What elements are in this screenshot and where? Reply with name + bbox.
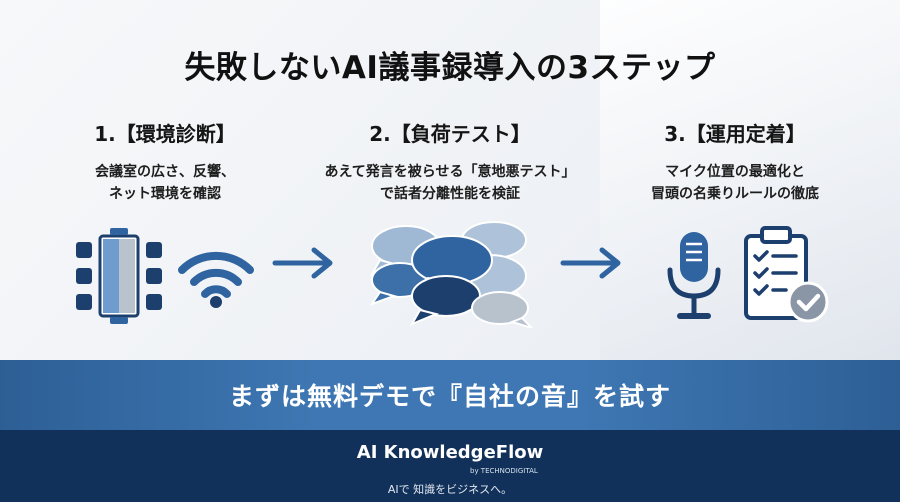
speech-bubbles-icon: [369, 221, 533, 328]
footer: AI KnowledgeFlow by TECHNODIGITAL AIで 知識…: [0, 430, 900, 502]
brand-logo-text: AI KnowledgeFlow: [356, 442, 544, 463]
cta-banner-text: まずは無料デモで『自社の音』を試す: [228, 382, 671, 411]
step-description: 会議室の広さ、反響、 ネット環境を確認: [15, 161, 315, 205]
step-heading: 2.【負荷テスト】: [369, 122, 531, 146]
step-description: マイク位置の最適化と 冒頭の名乗りルールの徹底: [585, 161, 885, 205]
meeting-table-icon: [76, 228, 162, 324]
arrow-right-icon: [272, 247, 333, 279]
step-description-line: 冒頭の名乗りルールの徹底: [651, 186, 819, 202]
step-load-test: 2.【負荷テスト】 あえて発言を被らせる「意地悪テスト」 で話者分離性能を検証: [300, 118, 600, 205]
step-environment-diagnosis: 1.【環境診断】 会議室の広さ、反響、 ネット環境を確認: [15, 118, 315, 205]
step-operation-adoption: 3.【運用定着】 マイク位置の最適化と 冒頭の名乗りルールの徹底: [585, 118, 885, 205]
step-description-line: 会議室の広さ、反響、: [95, 164, 235, 180]
brand-tagline: AIで 知識をビジネスへ。: [387, 483, 513, 496]
step-description: あえて発言を被らせる「意地悪テスト」 で話者分離性能を検証: [300, 161, 600, 205]
page-title: 失敗しないAI議事録導入の3ステップ: [184, 50, 716, 86]
wifi-icon: [178, 251, 254, 308]
brand-byline: by TECHNODIGITAL: [470, 467, 538, 475]
step-heading: 3.【運用定着】: [664, 122, 806, 146]
step-description-line: あえて発言を被らせる「意地悪テスト」: [324, 164, 576, 180]
cta-banner[interactable]: まずは無料デモで『自社の音』を試す: [0, 360, 900, 430]
microphone-icon: [667, 232, 721, 319]
step-heading: 1.【環境診断】: [94, 122, 236, 146]
step-description-line: ネット環境を確認: [109, 186, 221, 202]
arrow-right-icon: [560, 247, 621, 279]
step-description-line: で話者分離性能を検証: [380, 186, 520, 202]
step-description-line: マイク位置の最適化と: [665, 164, 805, 180]
clipboard-checklist-icon: [744, 226, 829, 323]
